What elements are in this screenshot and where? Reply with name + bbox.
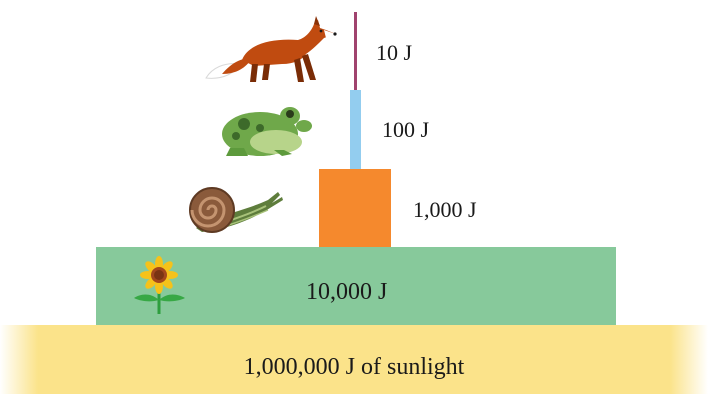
secondary-energy-label: 100 J <box>382 117 429 143</box>
fox-icon <box>202 16 342 86</box>
sunlight-label: 1,000,000 J of sunlight <box>0 354 708 381</box>
sunflower-icon <box>128 256 190 318</box>
tertiary-energy-label: 10 J <box>376 40 412 66</box>
frog-icon <box>218 102 312 160</box>
snail-icon <box>182 186 290 236</box>
producer-energy-label: 10,000 J <box>306 279 387 306</box>
primary-consumer-bar <box>319 169 391 247</box>
secondary-consumer-bar <box>350 90 361 169</box>
tertiary-consumer-bar <box>354 12 357 90</box>
primary-energy-label: 1,000 J <box>413 197 477 223</box>
sunlight-layer: 1,000,000 J of sunlight <box>0 325 708 394</box>
